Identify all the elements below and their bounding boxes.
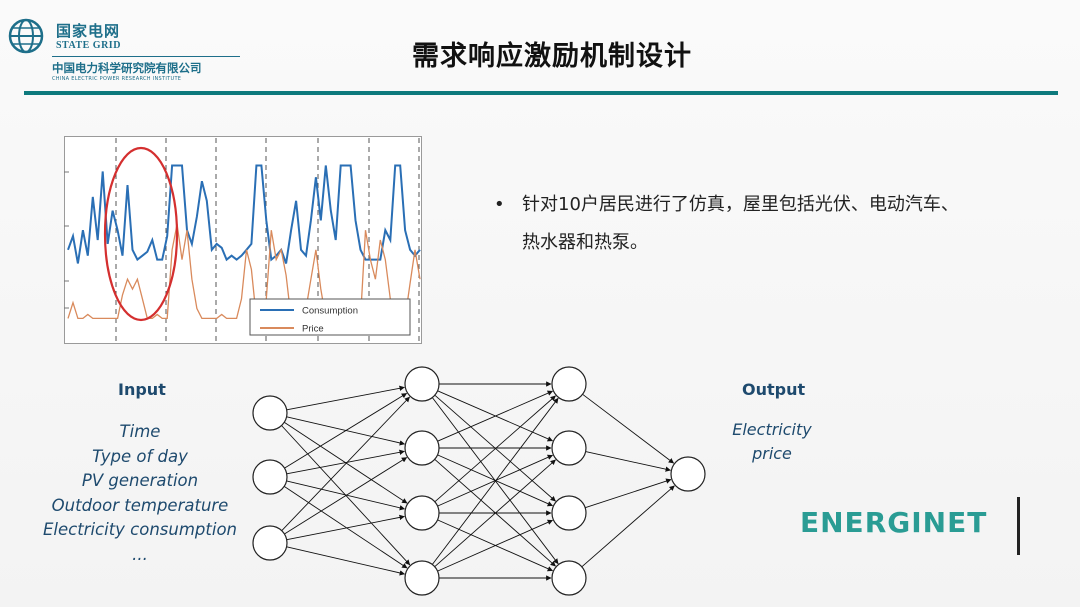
nn-connection — [585, 478, 672, 509]
nn-connection — [434, 459, 556, 568]
legend-label: Consumption — [302, 306, 358, 317]
nn-connection — [286, 480, 406, 511]
nn-connection — [437, 519, 553, 572]
nn-connection — [434, 395, 556, 503]
input-feature: ... — [132, 544, 148, 564]
nn-connection — [286, 514, 405, 541]
nn-connection — [286, 449, 405, 475]
bullet-text: 针对10户居民进行了仿真，屋里包括光伏、电动汽车、热水器和热泵。 — [522, 194, 959, 253]
nn-node — [252, 525, 288, 561]
nn-node — [404, 366, 440, 402]
nn-connection — [286, 546, 406, 576]
nn-node — [252, 395, 288, 431]
nn-node — [551, 560, 587, 596]
org-name-cn: 国家电网 — [56, 22, 121, 40]
input-title: Input — [118, 380, 166, 399]
nn-node — [404, 430, 440, 466]
nn-connection — [286, 385, 405, 411]
input-feature: PV generation — [81, 471, 199, 491]
output-line: price — [752, 444, 792, 463]
nn-node — [404, 560, 440, 596]
nn-connection — [284, 457, 408, 535]
legend-label: Price — [302, 324, 324, 335]
institute-name-en: CHINA ELECTRIC POWER RESEARCH INSTITUTE — [52, 76, 182, 82]
page-title: 需求响应激励机制设计 — [412, 41, 692, 72]
institute-name-cn: 中国电力科学研究院有限公司 — [52, 61, 202, 75]
output-title: Output — [742, 380, 806, 399]
brand-divider — [1017, 497, 1020, 555]
bullet-icon: • — [494, 194, 505, 215]
nn-connection — [281, 396, 410, 532]
output-feature: Electricity price — [722, 418, 822, 466]
nn-connection — [437, 390, 553, 442]
nn-node — [551, 366, 587, 402]
state-grid-logo: 国家电网 STATE GRID 中国电力科学研究院有限公司 CHINA ELEC… — [6, 14, 246, 84]
nn-node — [551, 430, 587, 466]
nn-connection — [284, 393, 408, 469]
nn-connection — [283, 486, 408, 569]
nn-connection — [431, 397, 559, 565]
nn-node — [252, 459, 288, 495]
legend-box — [249, 298, 411, 336]
input-feature-list: Time Type of day PV generation Outdoor t… — [40, 420, 240, 568]
input-feature: Time — [119, 422, 161, 441]
nn-connection — [437, 454, 553, 507]
nn-node — [551, 495, 587, 531]
nn-connection — [582, 393, 675, 464]
org-name-en: STATE GRID — [56, 40, 121, 51]
series-line-consumption — [67, 164, 421, 264]
nn-node — [404, 495, 440, 531]
neural-network-diagram — [252, 366, 706, 596]
energinet-logo: ENERGINET — [800, 506, 988, 539]
state-grid-emblem-icon — [8, 18, 44, 54]
logo-divider — [52, 56, 240, 57]
highlight-ellipse — [103, 146, 179, 322]
nn-connection — [585, 451, 671, 472]
input-feature: Outdoor temperature — [51, 495, 229, 515]
header-divider — [24, 91, 1058, 95]
nn-node — [670, 456, 706, 492]
output-line: Electricity — [732, 420, 812, 439]
input-feature: Electricity consumption — [42, 520, 238, 540]
nn-connection — [581, 485, 675, 568]
input-feature: Type of day — [92, 446, 188, 466]
